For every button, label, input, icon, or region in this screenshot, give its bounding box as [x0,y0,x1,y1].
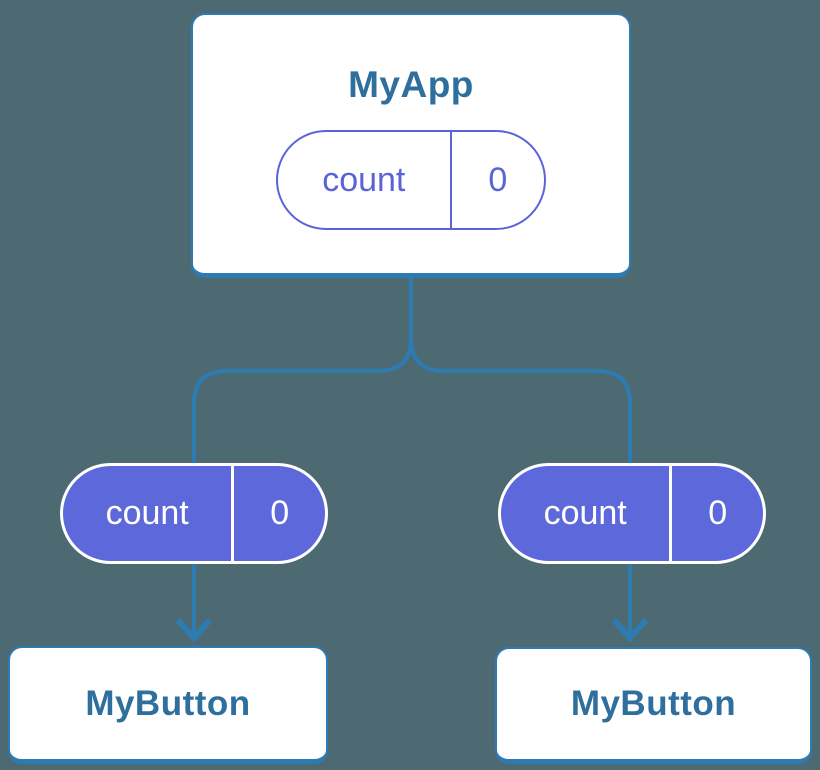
pill-divider [449,132,452,228]
pill-divider [231,466,235,561]
component-title: MyButton [570,684,737,723]
pill-divider [669,466,673,561]
state-label: count [322,160,406,199]
state-value: 0 [708,494,728,532]
connector-right [409,277,632,636]
state-label: count [105,494,189,532]
state-value: 0 [488,160,508,199]
state-pill-left-button: count 0 [60,463,328,564]
connector-left [192,277,413,636]
component-node-mybutton-right: MyButton [495,647,812,764]
arrowhead-left-icon [175,618,213,643]
component-title: MyApp [348,64,474,105]
state-pill-right-button: count 0 [498,463,766,564]
arrowhead-right-icon [611,618,649,643]
component-node-myapp: MyApp count 0 [191,13,631,278]
state-label: count [543,494,627,532]
component-node-mybutton-left: MyButton [8,646,328,764]
state-value: 0 [270,494,290,532]
component-title: MyButton [85,683,251,723]
state-pill-myapp: count 0 [276,130,546,230]
